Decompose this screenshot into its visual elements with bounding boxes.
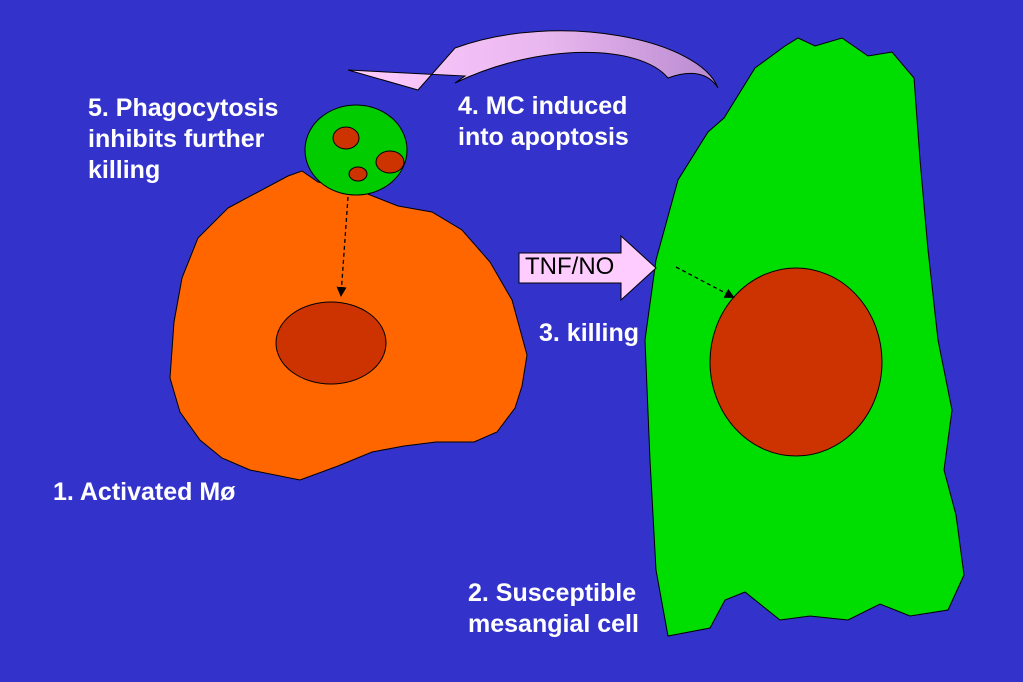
killing-dashed-arrow bbox=[675, 266, 735, 298]
mc-induced-label-line-1: 4. MC induced bbox=[458, 92, 628, 120]
mc-induced-label: 4. MC induced into apoptosis bbox=[458, 91, 629, 153]
activated-macrophage-label: 1. Activated Mø bbox=[53, 478, 236, 506]
susceptible-mesangial-label-line-1: 2. Susceptible bbox=[468, 579, 637, 607]
phagocytosis-label: 5. Phagocytosis inhibits further killing bbox=[88, 93, 278, 186]
phagocytosis-dashed-arrow bbox=[336, 196, 349, 297]
apoptotic-fragment-1 bbox=[332, 126, 360, 150]
mc-induced-label-line-2: into apoptosis bbox=[458, 123, 629, 151]
susceptible-mesangial-label: 2. Susceptible mesangial cell bbox=[468, 578, 639, 640]
killing-label: 3. killing bbox=[539, 319, 640, 347]
apoptotic-fragment-2 bbox=[375, 150, 405, 174]
phagocytosis-label-line-2: inhibits further bbox=[88, 125, 265, 153]
phagocytosis-label-line-3: killing bbox=[88, 156, 161, 184]
tnf-no-label: TNF/NO bbox=[525, 253, 615, 280]
apoptotic-fragment-3 bbox=[348, 166, 368, 182]
apoptotic-body bbox=[304, 104, 408, 196]
tnf-no-arrow bbox=[518, 234, 657, 302]
susceptible-mesangial-label-line-2: mesangial cell bbox=[468, 610, 639, 638]
curved-arrow bbox=[347, 30, 719, 91]
mesangial-nucleus bbox=[709, 267, 883, 457]
phagocytosis-label-line-1: 5. Phagocytosis bbox=[88, 94, 279, 122]
macrophage-nucleus bbox=[275, 301, 387, 385]
